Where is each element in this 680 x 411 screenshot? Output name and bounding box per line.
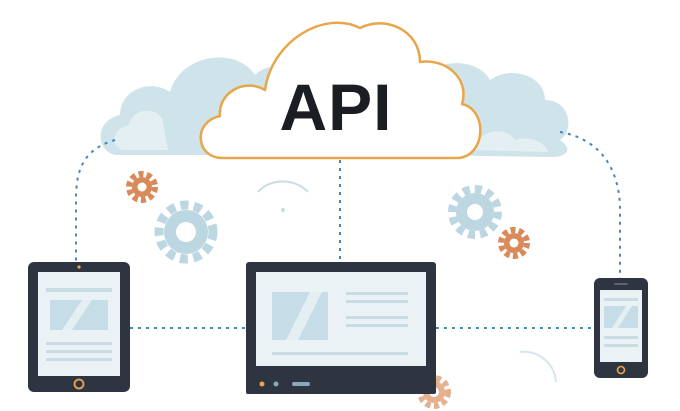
decorative-arc bbox=[519, 350, 557, 383]
gear-icon bbox=[126, 171, 158, 203]
wifi-icon bbox=[257, 180, 309, 212]
laptop-device bbox=[246, 262, 436, 394]
api-label: API bbox=[279, 70, 392, 144]
gear-icon bbox=[448, 185, 502, 239]
connector-cloud-tablet bbox=[75, 139, 116, 262]
gear-icon bbox=[498, 227, 530, 259]
api-cloud-shape bbox=[199, 21, 482, 160]
gear-icon bbox=[154, 200, 218, 264]
laptop-power-indicator bbox=[259, 381, 265, 387]
tablet-device bbox=[28, 262, 130, 392]
phone-device bbox=[594, 278, 648, 378]
tablet-home-button bbox=[73, 378, 85, 390]
back-cloud-right-highlight bbox=[470, 131, 548, 152]
api-cloud: API bbox=[199, 21, 482, 160]
phone-home-button bbox=[616, 365, 626, 375]
connectors bbox=[75, 131, 621, 329]
back-cloud-left-highlight bbox=[114, 110, 168, 150]
connector-cloud-phone bbox=[559, 131, 621, 278]
